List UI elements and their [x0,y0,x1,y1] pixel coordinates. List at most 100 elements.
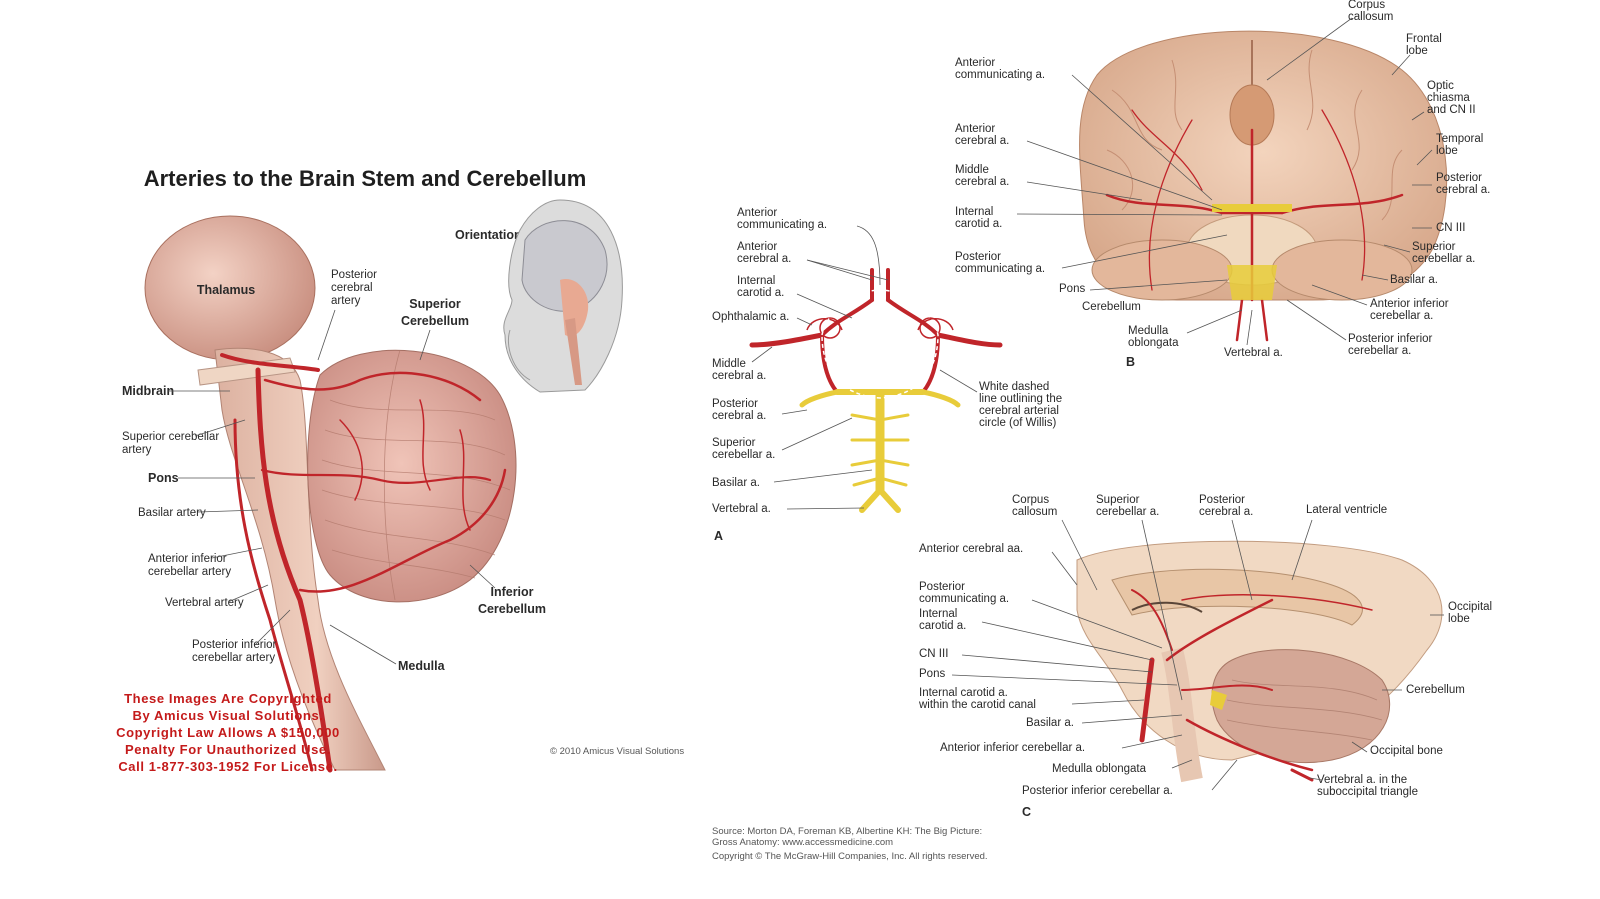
copyright-notice: These Images Are Copyrighted By Amicus V… [116,691,339,774]
b-label-mca-2: cerebral a. [955,176,1009,188]
c-label-pcomm-2: communicating a. [919,593,1009,605]
a-label-acomm-2: communicating a. [737,219,827,231]
c-label-pons: Pons [919,668,945,680]
c-label-sca-2: cerebellar a. [1096,506,1159,518]
c-label-vertebral-2: suboccipital triangle [1317,786,1418,798]
label-basilar-artery: Basilar artery [138,507,206,519]
a-label-aca-1: Anterior [737,241,777,253]
label-posterior-cerebral-artery-1: Posterior [331,269,377,281]
b-label-aica-2: cerebellar a. [1370,310,1433,322]
b-label-cn3: CN III [1436,222,1465,234]
b-label-pca-1: Posterior [1436,172,1482,184]
small-credit: © 2010 Amicus Visual Solutions [550,746,684,757]
a-label-acomm-1: Anterior [737,207,777,219]
c-label-medulla: Medulla oblongata [1052,763,1147,775]
label-superior-cerebellar-artery-2: artery [122,444,152,456]
source-line-1: Source: Morton DA, Foreman KB, Albertine… [712,826,982,837]
c-label-corpus-2: callosum [1012,506,1057,518]
figure-b-letter: B [1126,355,1135,369]
label-pons: Pons [148,471,179,485]
figure-b-brain [1079,30,1448,342]
c-label-lateral-ventricle: Lateral ventricle [1306,504,1387,516]
b-label-pons: Pons [1059,283,1085,295]
label-inferior-cerebellum-2: Cerebellum [478,602,546,616]
a-label-ica-2: carotid a. [737,287,784,299]
b-label-mca-1: Middle [955,164,989,176]
a-label-ophthalmic: Ophthalamic a. [712,311,789,323]
copyright-line-5: Call 1-877-303-1952 For License. [118,759,337,774]
c-label-pca-2: cerebral a. [1199,506,1253,518]
source-line-3: Copyright © The McGraw-Hill Companies, I… [712,851,988,862]
copyright-line-1: These Images Are Copyrighted [124,691,332,706]
a-label-sca-1: Superior [712,437,756,449]
b-label-sca-2: cerebellar a. [1412,253,1475,265]
c-label-occipital-lobe-2: lobe [1448,613,1470,625]
copyright-line-2: By Amicus Visual Solutions. [132,708,323,723]
a-label-sca-2: cerebellar a. [712,449,775,461]
b-label-acomm-1: Anterior [955,57,995,69]
label-aica-2: cerebellar artery [148,566,231,578]
b-label-ica-2: carotid a. [955,218,1002,230]
b-label-medulla-2: oblongata [1128,337,1179,349]
label-posterior-cerebral-artery-2: cerebral [331,282,373,294]
figure-a-circle-of-willis [749,268,1003,513]
b-label-frontal-2: lobe [1406,45,1428,57]
source-line-2: Gross Anatomy: www.accessmedicine.com [712,837,893,848]
a-label-dashed-3: cerebral arterial [979,405,1059,417]
a-label-dashed-2: line outlining the [979,393,1062,405]
b-label-ica-1: Internal [955,206,993,218]
c-label-aca: Anterior cerebral aa. [919,543,1023,555]
orientation-head-image [503,199,623,393]
b-label-pca-2: cerebral a. [1436,184,1490,196]
b-label-optic-1: Optic [1427,80,1454,92]
b-label-sca-1: Superior [1412,241,1456,253]
a-label-vertebral: Vertebral a. [712,503,771,515]
figure-a-letter: A [714,529,723,543]
c-label-pica: Posterior inferior cerebellar a. [1022,785,1173,797]
c-label-pca-1: Posterior [1199,494,1245,506]
label-vertebral-artery: Vertebral artery [165,597,244,609]
label-medulla: Medulla [398,659,446,673]
c-label-aica: Anterior inferior cerebellar a. [940,742,1085,754]
c-label-cerebellum: Cerebellum [1406,684,1465,696]
a-label-dashed-4: circle (of Willis) [979,417,1056,429]
a-label-dashed-1: White dashed [979,381,1049,393]
a-label-mca-1: Middle [712,358,746,370]
b-label-acomm-2: communicating a. [955,69,1045,81]
c-label-sca-1: Superior [1096,494,1140,506]
c-label-ica-2: carotid a. [919,620,966,632]
label-posterior-cerebral-artery-3: artery [331,295,361,307]
label-inferior-cerebellum-1: Inferior [490,585,533,599]
label-superior-cerebellum-2: Cerebellum [401,314,469,328]
c-label-ica-canal-2: within the carotid canal [918,699,1036,711]
b-label-pica-2: cerebellar a. [1348,345,1411,357]
source-credit: Source: Morton DA, Foreman KB, Albertine… [712,826,988,862]
b-label-aca-2: cerebral a. [955,135,1009,147]
cerebellum-shape [307,349,517,603]
b-label-aica-1: Anterior inferior [1370,298,1449,310]
b-label-pcomm-1: Posterior [955,251,1001,263]
label-pica-2: cerebellar artery [192,652,275,664]
arteries-paths [220,353,507,773]
label-thalamus: Thalamus [197,283,255,297]
label-pica-1: Posterior inferior [192,639,277,651]
b-label-corpus-2: callosum [1348,11,1393,23]
label-midbrain: Midbrain [122,384,174,398]
label-aica-1: Anterior inferior [148,553,227,565]
figure-c-letter: C [1022,805,1031,819]
b-label-corpus-1: Corpus [1348,0,1385,11]
c-label-pcomm-1: Posterior [919,581,965,593]
b-label-basilar: Basilar a. [1390,274,1438,286]
b-label-pcomm-2: communicating a. [955,263,1045,275]
right-figure-panel: Anterior communicating a. Anterior cereb… [712,0,1600,899]
a-label-pca-2: cerebral a. [712,410,766,422]
brainstem-shape [214,347,386,771]
b-label-optic-2: chiasma [1427,92,1470,104]
brainstem-illustration: Arteries to the Brain Stem and Cerebellu… [116,166,684,774]
a-label-pca-1: Posterior [712,398,758,410]
c-label-basilar: Basilar a. [1026,717,1074,729]
c-label-corpus-1: Corpus [1012,494,1049,506]
a-label-ica-1: Internal [737,275,775,287]
c-label-ica-canal-1: Internal carotid a. [919,687,1008,699]
c-label-cn3: CN III [919,648,948,660]
